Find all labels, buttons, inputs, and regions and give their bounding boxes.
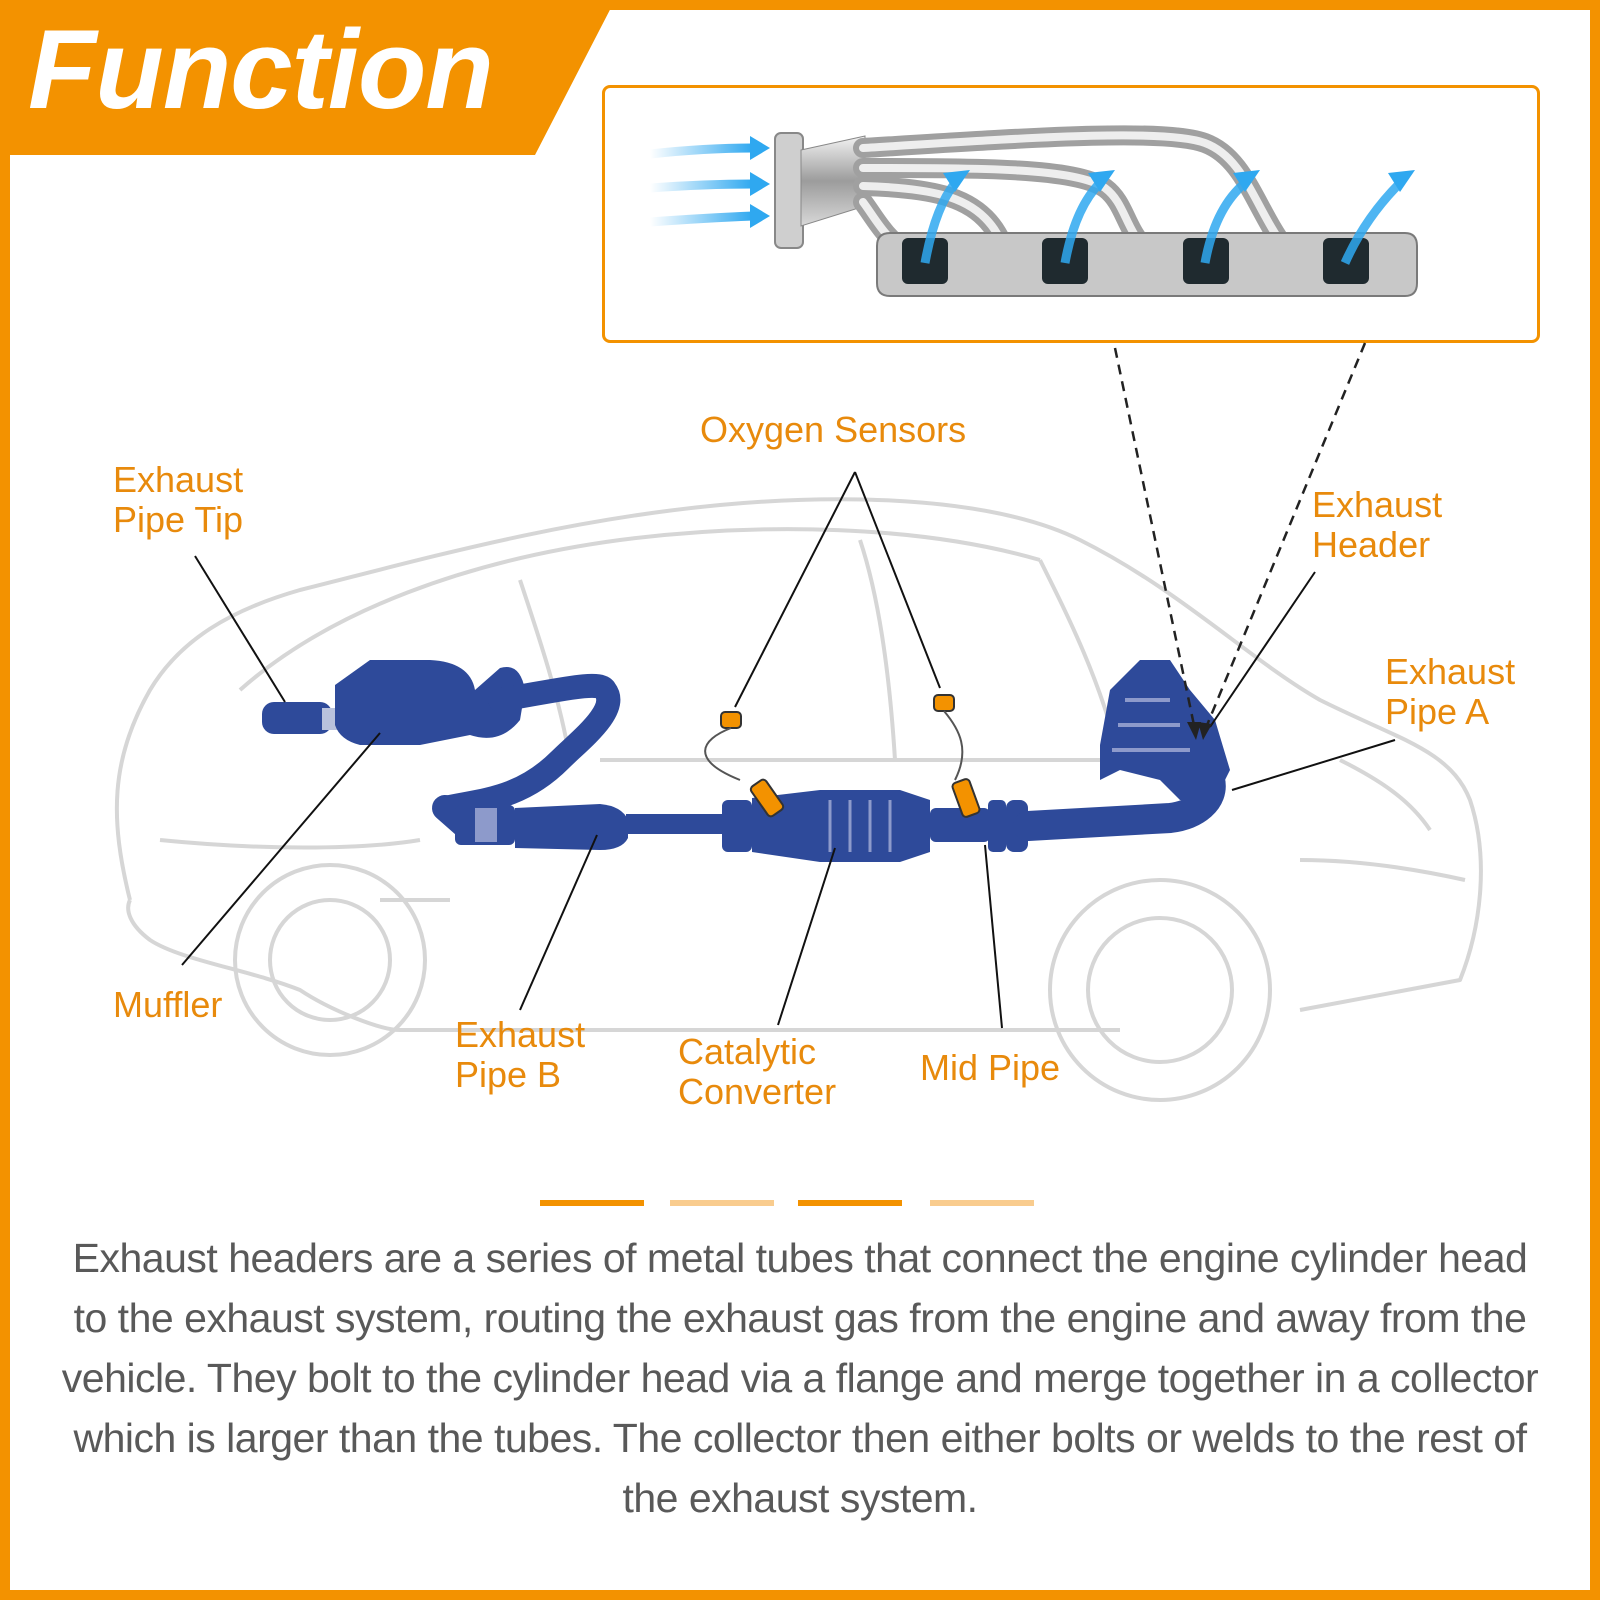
exhaust-header-photo: [649, 125, 1418, 297]
label-exhaust-pipe-a: Exhaust Pipe A: [1385, 651, 1516, 732]
label-catalytic-converter: Catalytic Converter: [678, 1031, 837, 1112]
exhaust-header-inset: [602, 85, 1540, 343]
label-exhaust-pipe-b: Exhaust Pipe B: [455, 1014, 586, 1095]
label-muffler: Muffler: [113, 984, 223, 1025]
carousel-indicator-3[interactable]: [798, 1200, 902, 1206]
page-title: Function: [28, 7, 494, 132]
carousel-indicator-4[interactable]: [930, 1200, 1034, 1206]
airflow-arrows-left: [649, 143, 754, 227]
label-exhaust-pipe-tip: Exhaust Pipe Tip: [113, 459, 244, 540]
label-mid-pipe: Mid Pipe: [920, 1047, 1061, 1088]
label-oxygen-sensors: Oxygen Sensors: [700, 409, 967, 450]
title-banner: [0, 0, 615, 155]
carousel-indicator-2[interactable]: [670, 1200, 774, 1206]
carousel-indicator-1[interactable]: [540, 1200, 644, 1206]
description-text: Exhaust headers are a series of metal tu…: [61, 1235, 1539, 1521]
label-exhaust-header: Exhaust Header: [1312, 484, 1443, 565]
